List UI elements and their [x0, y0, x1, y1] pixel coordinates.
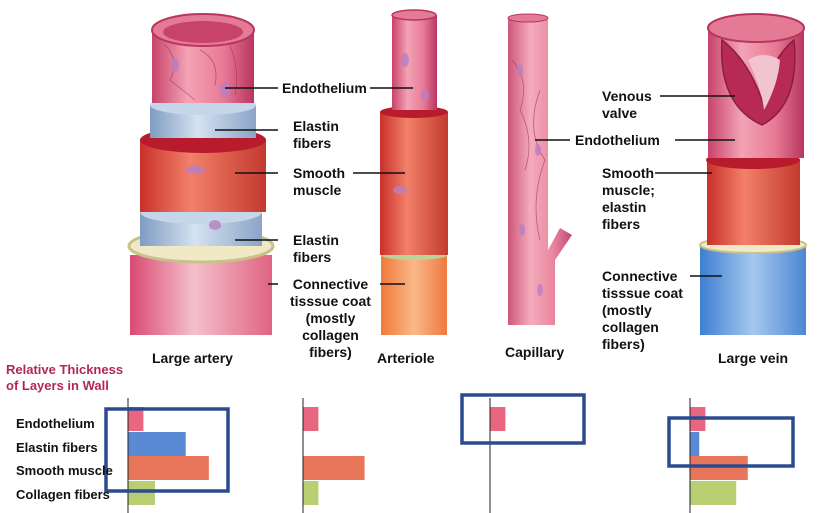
bar-arteriole-endothelium: [303, 407, 319, 431]
row-label-collagen-fibers: Collagen fibers: [16, 487, 110, 502]
highlight-box-2: [460, 393, 586, 445]
highlight-box-3: [667, 416, 795, 468]
label-vein-smooth-muscle: Smooth muscle; elastin fibers: [602, 165, 655, 232]
chart-title: Relative Thickness of Layers in Wall: [6, 362, 124, 393]
caption-large-vein: Large vein: [718, 350, 789, 366]
row-label-smooth-muscle: Smooth muscle: [16, 463, 113, 478]
leader-lines: [215, 87, 735, 285]
bar-arteriole-collagen-fibers: [303, 481, 319, 505]
bar-large-vein-smooth-muscle: [690, 456, 748, 480]
bar-large-vein-elastin-fibers: [690, 432, 700, 456]
bar-large-artery-elastin-fibers: [128, 432, 186, 456]
caption-large-artery: Large artery: [152, 350, 233, 366]
thickness-chart: [104, 393, 795, 513]
label-endothelium: Endothelium: [282, 80, 367, 96]
highlight-box-1: [104, 407, 230, 493]
large-vein-illustration: [699, 13, 807, 335]
label-vein-connective-tissue: Connective tisssue coat (mostly collagen…: [602, 268, 683, 352]
row-label-endothelium: Endothelium: [16, 416, 95, 431]
label-venous-valve: Venous valve: [602, 88, 652, 121]
bar-large-artery-endothelium: [128, 407, 144, 431]
label-connective-tissue: Connective tisssue coat (mostly collagen…: [290, 276, 371, 360]
bar-large-artery-collagen-fibers: [128, 481, 155, 505]
label-capillary-endothelium: Endothelium: [575, 132, 660, 148]
label-elastin-fibers: Elastin fibers: [293, 118, 339, 151]
bar-capillary-endothelium: [490, 407, 506, 431]
bar-large-vein-collagen-fibers: [690, 481, 737, 505]
label-smooth-muscle: Smooth muscle: [293, 165, 346, 198]
row-label-elastin-fibers: Elastin fibers: [16, 440, 98, 455]
capillary-illustration: [507, 13, 572, 325]
label-elastin-fibers-2: Elastin fibers: [293, 232, 339, 265]
large-artery-illustration: [127, 13, 275, 335]
bar-arteriole-smooth-muscle: [303, 456, 365, 480]
bar-large-artery-smooth-muscle: [128, 456, 209, 480]
caption-arteriole: Arteriole: [377, 350, 435, 366]
arteriole-illustration: [380, 9, 448, 335]
caption-capillary: Capillary: [505, 344, 565, 360]
